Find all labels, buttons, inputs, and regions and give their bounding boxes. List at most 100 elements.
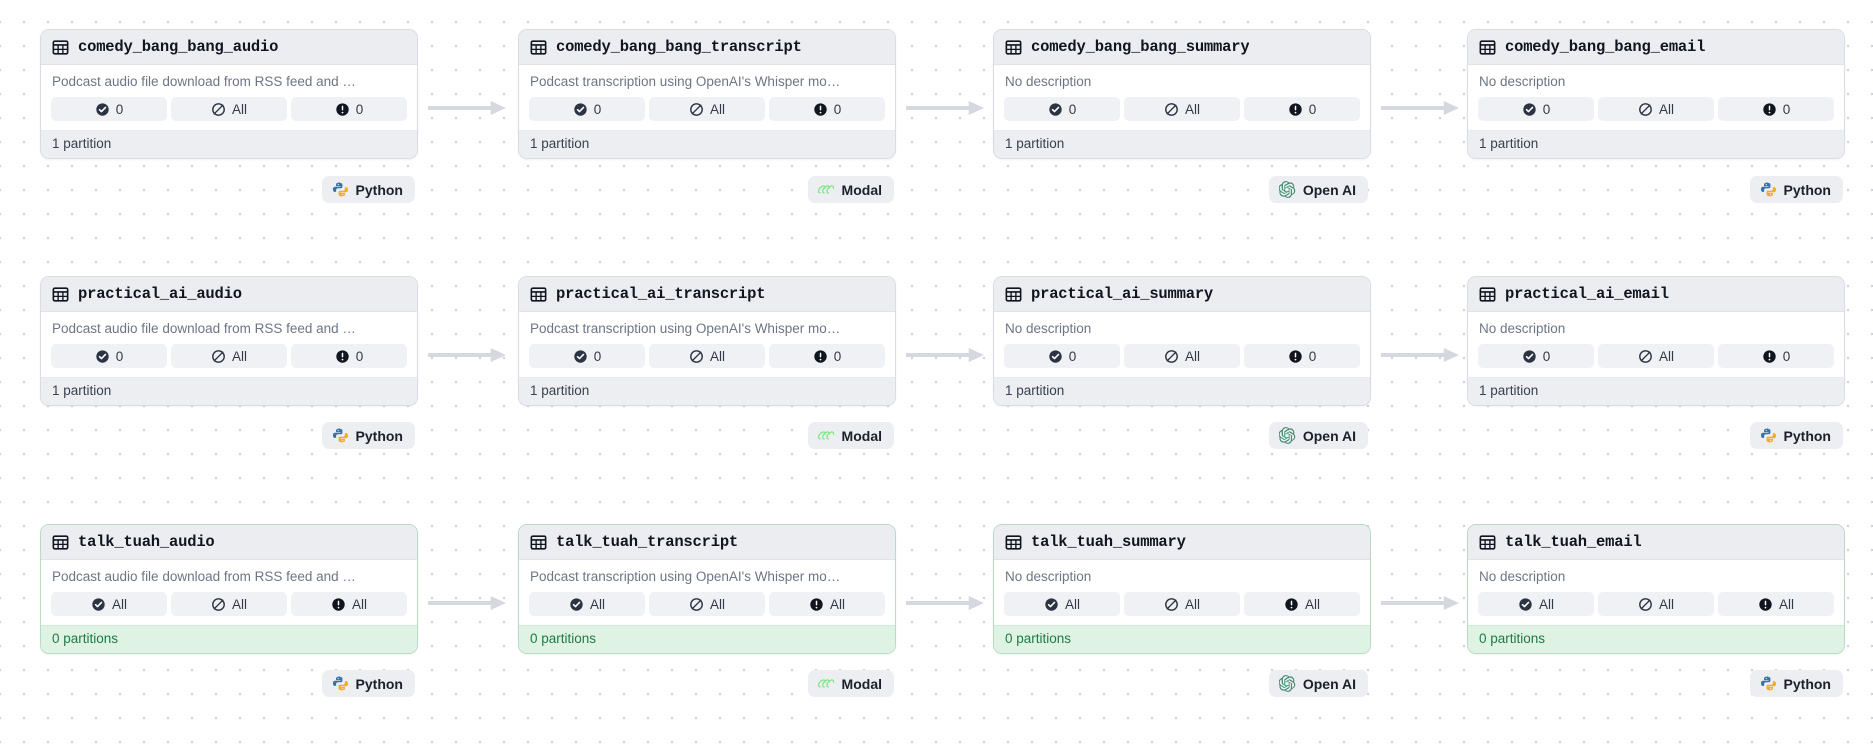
compute-kind-tag[interactable]: Python xyxy=(321,422,415,449)
node-badge-alert-circle[interactable]: All xyxy=(1244,592,1360,616)
node-badge-alert-circle[interactable]: 0 xyxy=(291,344,407,368)
check-circle-icon xyxy=(569,597,584,612)
node-badge-check-circle[interactable]: 0 xyxy=(529,97,645,121)
node-header[interactable]: practical_ai_transcript xyxy=(519,277,895,312)
python-icon xyxy=(1760,675,1777,692)
node-header[interactable]: talk_tuah_email xyxy=(1468,525,1844,560)
node-badge-no-entry[interactable]: All xyxy=(1124,344,1240,368)
node-badge-alert-circle[interactable]: 0 xyxy=(769,344,885,368)
node-badge-alert-circle[interactable]: 0 xyxy=(1244,97,1360,121)
node-badge-no-entry[interactable]: All xyxy=(1124,592,1240,616)
arrow-icon xyxy=(428,101,506,115)
table-icon xyxy=(1005,534,1022,551)
node-badge-check-circle[interactable]: All xyxy=(1478,592,1594,616)
compute-kind-tag[interactable]: Python xyxy=(321,670,415,697)
compute-kind-tag[interactable]: Open AI xyxy=(1268,176,1368,203)
node-header[interactable]: talk_tuah_summary xyxy=(994,525,1370,560)
node-badge-no-entry[interactable]: All xyxy=(649,97,765,121)
node-badge-no-entry[interactable]: All xyxy=(1598,592,1714,616)
node-badge-no-entry[interactable]: All xyxy=(649,344,765,368)
arrow-icon xyxy=(1381,596,1459,610)
node-badge-check-circle[interactable]: All xyxy=(529,592,645,616)
node-badge-check-circle[interactable]: 0 xyxy=(1478,344,1594,368)
node-badge-alert-circle[interactable]: 0 xyxy=(291,97,407,121)
compute-kind-tag[interactable]: Open AI xyxy=(1268,670,1368,697)
node-partition-footer: 1 partition xyxy=(994,377,1370,405)
node-badge-check-circle[interactable]: 0 xyxy=(1478,97,1594,121)
node-badge-check-circle[interactable]: All xyxy=(1004,592,1120,616)
node-badge-alert-circle[interactable]: All xyxy=(1718,592,1834,616)
compute-kind-tag[interactable]: Python xyxy=(1749,422,1843,449)
node-badge-alert-circle[interactable]: 0 xyxy=(769,97,885,121)
alert-circle-icon xyxy=(809,597,824,612)
node-badge-value: All xyxy=(709,348,725,364)
node-body: Podcast audio file download from RSS fee… xyxy=(41,312,417,377)
node-badge-no-entry[interactable]: All xyxy=(1598,97,1714,121)
node-badge-value: 0 xyxy=(1782,348,1791,364)
edge-arrow xyxy=(906,348,984,362)
no-entry-icon xyxy=(689,102,704,117)
openai-icon xyxy=(1279,427,1296,444)
node-badge-no-entry[interactable]: All xyxy=(649,592,765,616)
node-badge-no-entry[interactable]: All xyxy=(1598,344,1714,368)
compute-kind-tag[interactable]: Python xyxy=(1749,670,1843,697)
node-header[interactable]: practical_ai_summary xyxy=(994,277,1370,312)
node-badge-no-entry[interactable]: All xyxy=(1124,97,1240,121)
node-header[interactable]: talk_tuah_transcript xyxy=(519,525,895,560)
compute-kind-tag[interactable]: Modal xyxy=(807,422,894,449)
node-title: comedy_bang_bang_transcript xyxy=(556,38,802,56)
node-badge-no-entry[interactable]: All xyxy=(171,344,287,368)
node-description: Podcast audio file download from RSS fee… xyxy=(52,321,356,336)
node-header[interactable]: talk_tuah_audio xyxy=(41,525,417,560)
alert-circle-icon xyxy=(1284,597,1299,612)
compute-kind-label: Open AI xyxy=(1302,427,1356,444)
node-badge-check-circle[interactable]: 0 xyxy=(51,344,167,368)
compute-kind-tag[interactable]: Python xyxy=(321,176,415,203)
node-badge-check-circle[interactable]: 0 xyxy=(51,97,167,121)
compute-kind-tag[interactable]: Open AI xyxy=(1268,422,1368,449)
node-badge-check-circle[interactable]: 0 xyxy=(1004,97,1120,121)
arrow-icon xyxy=(906,101,984,115)
compute-kind-tag[interactable]: Modal xyxy=(807,176,894,203)
node-header[interactable]: comedy_bang_bang_email xyxy=(1468,30,1844,65)
node-header[interactable]: practical_ai_audio xyxy=(41,277,417,312)
node-title: talk_tuah_transcript xyxy=(556,533,739,551)
node-badge-no-entry[interactable]: All xyxy=(171,97,287,121)
no-entry-icon xyxy=(1164,102,1179,117)
node-badge-check-circle[interactable]: All xyxy=(51,592,167,616)
node-badge-check-circle[interactable]: 0 xyxy=(1004,344,1120,368)
node-badge-alert-circle[interactable]: All xyxy=(769,592,885,616)
python-icon xyxy=(332,675,349,692)
compute-kind-tag[interactable]: Python xyxy=(1749,176,1843,203)
node-header[interactable]: practical_ai_email xyxy=(1468,277,1844,312)
node-badge-alert-circle[interactable]: 0 xyxy=(1718,344,1834,368)
node-badge-check-circle[interactable]: 0 xyxy=(529,344,645,368)
modal-icon xyxy=(818,427,835,444)
table-icon xyxy=(52,39,69,56)
node-badge-alert-circle[interactable]: 0 xyxy=(1718,97,1834,121)
table-icon xyxy=(52,286,69,303)
node-header[interactable]: comedy_bang_bang_summary xyxy=(994,30,1370,65)
node-header[interactable]: comedy_bang_bang_transcript xyxy=(519,30,895,65)
node-badge-alert-circle[interactable]: All xyxy=(291,592,407,616)
node-badge-alert-circle[interactable]: 0 xyxy=(1244,344,1360,368)
edge-arrow xyxy=(1381,348,1459,362)
node-badge-no-entry[interactable]: All xyxy=(171,592,287,616)
node-header[interactable]: comedy_bang_bang_audio xyxy=(41,30,417,65)
compute-kind-tag[interactable]: Modal xyxy=(807,670,894,697)
